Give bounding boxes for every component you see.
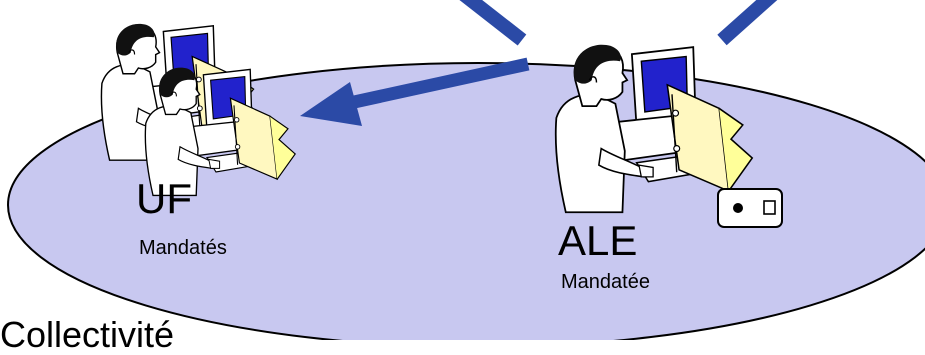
- network-diagram: [0, 0, 925, 340]
- incoming-arrow-left: [458, 0, 522, 40]
- uf-subtitle: Mandatés: [139, 238, 227, 258]
- ale-subtitle: Mandatée: [561, 272, 650, 292]
- device-switch-icon: [718, 189, 782, 227]
- incoming-arrow-right: [722, 0, 778, 40]
- collectivite-label: Collectivité: [0, 317, 174, 353]
- ale-title: ALE: [558, 220, 637, 262]
- uf-title: UF: [136, 178, 192, 220]
